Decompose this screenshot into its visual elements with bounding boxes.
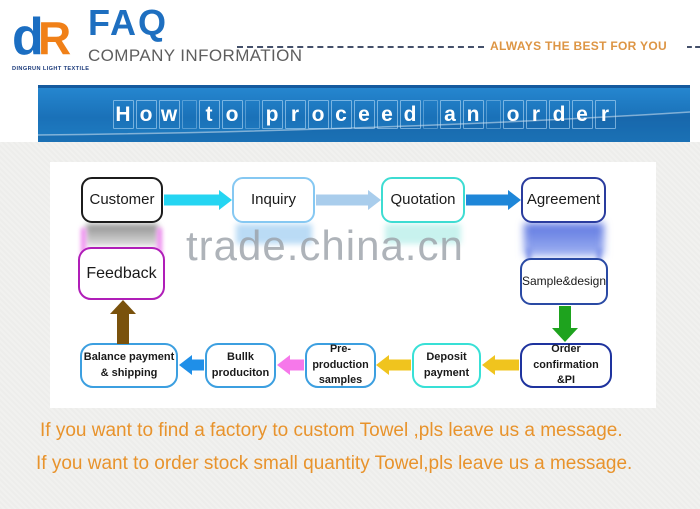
- header: d R DINGRUN LIGHT TEXTILE FAQ COMPANY IN…: [0, 0, 700, 85]
- arrow-preproduction-to-bulk-icon: [277, 354, 304, 376]
- blue-streak-right: [597, 248, 601, 260]
- footer-message-1: If you want to find a factory to custom …: [40, 420, 623, 441]
- page-subtitle: COMPANY INFORMATION: [88, 46, 303, 65]
- arrow-orderconfirmation-to-deposit-icon: [482, 354, 519, 376]
- banner-swoosh: [38, 111, 690, 142]
- arrow-sample-to-orderconfirmation-icon: [551, 306, 579, 342]
- blue-streak-left: [527, 248, 531, 260]
- flow-node-customer: Customer: [81, 177, 163, 223]
- flow-node-agreement: Agreement: [521, 177, 606, 223]
- logo-letter-r: R: [38, 12, 72, 64]
- page-title: FAQ: [88, 2, 169, 43]
- arrow-quotation-to-agreement-icon: [466, 189, 521, 211]
- flow-node-balance-shipping: Balance payment & shipping: [80, 343, 178, 388]
- flow-node-feedback: Feedback: [78, 247, 165, 300]
- arrow-inquiry-to-quotation-icon: [316, 189, 381, 211]
- magenta-streak-right: [157, 228, 162, 262]
- flow-node-inquiry: Inquiry: [232, 177, 315, 223]
- flow-node-order-confirmation: Order confirmation &PI: [520, 343, 612, 388]
- logo-caption: DINGRUN LIGHT TEXTILE: [12, 66, 90, 72]
- flow-node-quotation: Quotation: [381, 177, 465, 223]
- dashed-divider-left: [237, 46, 484, 48]
- arrow-bulk-to-balance-icon: [179, 354, 204, 376]
- flow-node-deposit-payment: Deposit payment: [412, 343, 481, 388]
- footer-message-2: If you want to order stock small quantit…: [36, 453, 633, 474]
- flow-node-sample-design: Sample&design: [520, 258, 608, 305]
- tagline: ALWAYS THE BEST FOR YOU: [490, 39, 667, 53]
- flow-node-bulk-production: Bullk produciton: [205, 343, 276, 388]
- magenta-streak-left: [81, 228, 86, 262]
- arrow-customer-to-inquiry-icon: [164, 189, 232, 211]
- arrow-deposit-to-preproduction-icon: [376, 354, 411, 376]
- company-logo: d R DINGRUN LIGHT TEXTILE: [12, 8, 92, 76]
- flow-node-pre-production: Pre-production samples: [305, 343, 376, 388]
- arrow-balance-to-feedback-icon: [109, 300, 137, 344]
- watermark: trade.china.cn: [186, 222, 464, 269]
- logo-letter-d: d: [12, 8, 44, 66]
- dashed-divider-right: [687, 46, 700, 48]
